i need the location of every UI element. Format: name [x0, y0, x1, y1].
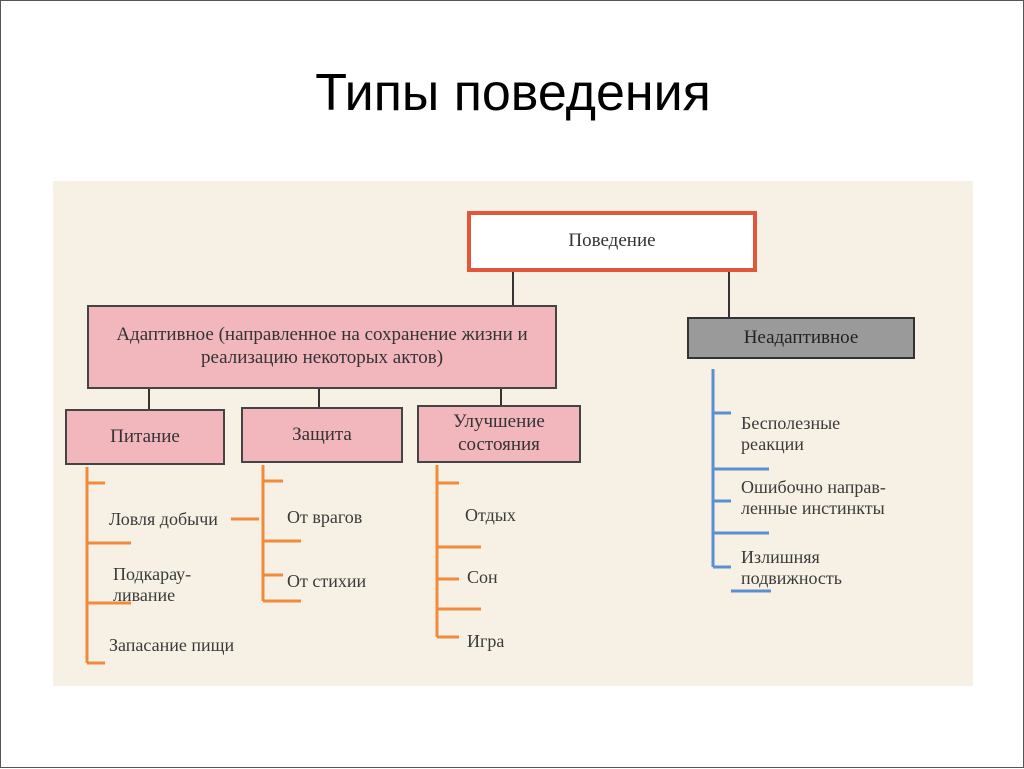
root-node-behavior: Поведение: [467, 211, 757, 272]
leaf-useless-reactions: Бесполезные реакции: [741, 413, 841, 454]
leaf-hunting: Ловля добычи: [109, 509, 218, 529]
nonadaptive-branches: [711, 369, 771, 593]
leaf-food-storage: Запасание пищи: [109, 635, 235, 655]
leaf-excess-mobility: Излишняя подвижность: [741, 547, 842, 588]
leaf-misdirected-instincts: Ошибочно направ-ленные инстинкты: [741, 477, 886, 518]
node-protection: Защита: [241, 407, 403, 463]
adaptive-branches: [85, 465, 481, 665]
node-state-improvement: Улучшение состояния: [417, 405, 581, 463]
leaf-from-enemies: От врагов: [287, 507, 363, 527]
node-nonadaptive: Неадаптивное: [687, 317, 915, 359]
node-nutrition: Питание: [65, 409, 225, 465]
leaf-sleep: Сон: [467, 567, 498, 587]
leaf-ambush: Подкарау-ливание: [113, 564, 192, 605]
leaf-from-elements: От стихии: [287, 571, 367, 591]
node-adaptive: Адаптивное (направленное на сохранение ж…: [87, 305, 557, 389]
leaf-play: Игра: [467, 631, 505, 651]
slide-title: Типы поведения: [315, 64, 711, 122]
root-connectors: [148, 272, 730, 409]
leaf-rest: Отдых: [465, 505, 516, 525]
